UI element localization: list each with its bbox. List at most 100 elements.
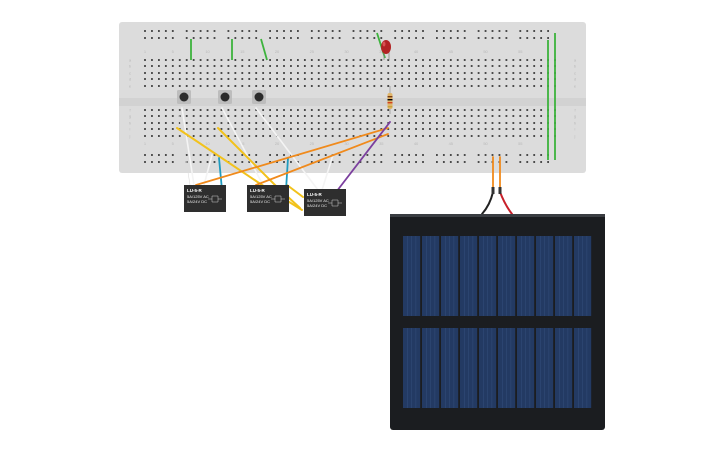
breadboard-hole[interactable] <box>262 85 265 87</box>
breadboard-hole[interactable] <box>199 115 202 117</box>
breadboard-hole[interactable] <box>164 72 167 74</box>
breadboard-hole[interactable] <box>366 59 369 61</box>
wire-orange-2[interactable] <box>255 133 389 186</box>
breadboard-hole[interactable] <box>151 37 153 39</box>
breadboard-hole[interactable] <box>366 85 369 87</box>
breadboard-hole[interactable] <box>248 78 251 80</box>
breadboard-hole[interactable] <box>331 72 334 74</box>
breadboard-hole[interactable] <box>366 30 369 32</box>
breadboard-hole[interactable] <box>352 128 355 130</box>
breadboard-hole[interactable] <box>164 78 167 80</box>
breadboard-hole[interactable] <box>470 135 473 137</box>
breadboard-hole[interactable] <box>456 37 459 39</box>
breadboard-hole[interactable] <box>519 154 522 156</box>
breadboard-hole[interactable] <box>477 85 480 87</box>
breadboard-hole[interactable] <box>512 78 515 80</box>
breadboard-hole[interactable] <box>387 128 390 130</box>
breadboard-hole[interactable] <box>144 154 146 156</box>
breadboard-hole[interactable] <box>310 122 313 124</box>
breadboard-hole[interactable] <box>387 115 390 117</box>
breadboard-hole[interactable] <box>338 128 341 130</box>
breadboard-hole[interactable] <box>373 109 376 111</box>
breadboard-hole[interactable] <box>401 59 404 61</box>
breadboard-hole[interactable] <box>213 37 216 39</box>
breadboard-hole[interactable] <box>206 161 209 163</box>
breadboard-hole[interactable] <box>290 65 292 67</box>
breadboard-hole[interactable] <box>276 30 278 32</box>
breadboard-hole[interactable] <box>463 72 466 74</box>
breadboard-hole[interactable] <box>429 128 431 130</box>
breadboard-hole[interactable] <box>276 85 278 87</box>
breadboard-hole[interactable] <box>338 161 341 163</box>
breadboard-hole[interactable] <box>185 37 188 39</box>
breadboard-hole[interactable] <box>331 115 334 117</box>
breadboard-hole[interactable] <box>192 78 195 80</box>
breadboard-hole[interactable] <box>317 128 320 130</box>
breadboard-hole[interactable] <box>213 72 216 74</box>
breadboard-hole[interactable] <box>310 154 313 156</box>
breadboard-hole[interactable] <box>164 161 167 163</box>
breadboard-hole[interactable] <box>449 59 452 61</box>
breadboard-hole[interactable] <box>505 128 508 130</box>
breadboard-hole[interactable] <box>512 135 515 137</box>
breadboard-hole[interactable] <box>442 59 445 61</box>
breadboard-hole[interactable] <box>324 122 327 124</box>
breadboard-hole[interactable] <box>512 72 515 74</box>
breadboard-hole[interactable] <box>470 85 473 87</box>
breadboard-hole[interactable] <box>241 65 244 67</box>
breadboard-hole[interactable] <box>484 115 487 117</box>
breadboard-hole[interactable] <box>310 59 313 61</box>
breadboard-hole[interactable] <box>387 65 390 67</box>
breadboard-hole[interactable] <box>192 30 195 32</box>
breadboard-hole[interactable] <box>456 78 459 80</box>
breadboard-hole[interactable] <box>241 115 244 117</box>
breadboard-hole[interactable] <box>401 85 404 87</box>
breadboard-hole[interactable] <box>297 65 299 67</box>
breadboard-hole[interactable] <box>484 37 487 39</box>
breadboard-hole[interactable] <box>408 115 410 117</box>
breadboard-hole[interactable] <box>484 65 487 67</box>
breadboard-hole[interactable] <box>512 128 515 130</box>
breadboard-hole[interactable] <box>199 85 202 87</box>
breadboard-hole[interactable] <box>519 122 522 124</box>
breadboard-hole[interactable] <box>144 78 146 80</box>
breadboard-hole[interactable] <box>484 85 487 87</box>
breadboard-hole[interactable] <box>422 72 424 74</box>
breadboard-hole[interactable] <box>470 122 473 124</box>
breadboard-hole[interactable] <box>158 115 160 117</box>
breadboard-hole[interactable] <box>422 59 424 61</box>
breadboard-hole[interactable] <box>540 37 543 39</box>
breadboard-hole[interactable] <box>234 122 237 124</box>
breadboard-hole[interactable] <box>276 154 278 156</box>
breadboard-hole[interactable] <box>533 72 536 74</box>
breadboard-hole[interactable] <box>338 72 341 74</box>
breadboard-hole[interactable] <box>408 72 410 74</box>
breadboard-hole[interactable] <box>442 37 445 39</box>
breadboard-hole[interactable] <box>463 59 466 61</box>
breadboard-hole[interactable] <box>422 115 424 117</box>
breadboard-hole[interactable] <box>408 128 410 130</box>
breadboard-hole[interactable] <box>484 30 487 32</box>
breadboard-hole[interactable] <box>338 154 341 156</box>
breadboard-hole[interactable] <box>283 154 285 156</box>
breadboard-hole[interactable] <box>352 154 355 156</box>
breadboard-hole[interactable] <box>297 72 299 74</box>
breadboard-hole[interactable] <box>331 109 334 111</box>
breadboard-hole[interactable] <box>331 128 334 130</box>
breadboard-hole[interactable] <box>324 115 327 117</box>
breadboard-hole[interactable] <box>324 59 327 61</box>
breadboard-hole[interactable] <box>303 72 306 74</box>
breadboard-hole[interactable] <box>178 109 181 111</box>
breadboard-hole[interactable] <box>164 30 167 32</box>
breadboard-hole[interactable] <box>359 59 362 61</box>
breadboard-hole[interactable] <box>380 128 383 130</box>
breadboard-hole[interactable] <box>533 85 536 87</box>
breadboard-hole[interactable] <box>178 85 181 87</box>
breadboard-hole[interactable] <box>276 72 278 74</box>
breadboard-hole[interactable] <box>241 59 244 61</box>
breadboard-hole[interactable] <box>387 59 390 61</box>
breadboard-hole[interactable] <box>206 37 209 39</box>
breadboard-hole[interactable] <box>324 37 327 39</box>
breadboard-hole[interactable] <box>352 85 355 87</box>
breadboard-hole[interactable] <box>338 78 341 80</box>
